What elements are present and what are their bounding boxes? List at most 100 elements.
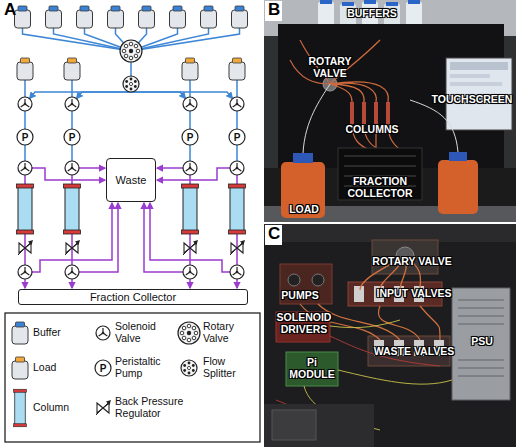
legend-text: Column: [33, 402, 91, 414]
photo-callout: INPUT VALVES: [364, 288, 464, 300]
solenoid-valve-symbol: [230, 97, 244, 111]
legend-icon: [12, 322, 200, 427]
photo-electronics: [354, 286, 364, 302]
photo-instrument: [350, 102, 354, 124]
pump-symbol: [182, 129, 198, 145]
pump-symbol: P: [63, 128, 81, 146]
photo-instrument: [374, 102, 378, 124]
legend-text: Peristaltic Pump: [115, 356, 177, 379]
back-pressure-regulator-symbol: [65, 240, 80, 255]
photo-instrument: [364, 0, 376, 4]
load-bottle: [64, 58, 80, 80]
splitter-line: [77, 92, 132, 99]
photo-electronics: [288, 274, 300, 286]
legend-text: Rotary Valve: [203, 321, 258, 344]
photo-instrument: [408, 0, 420, 4]
photo-callout: LOAD: [279, 204, 329, 216]
node-text: P: [234, 132, 241, 143]
photo-instrument: [342, 2, 354, 6]
legend-text: Solenoid Valve: [115, 321, 177, 344]
pump-symbol: [64, 129, 80, 145]
photo-instrument: [450, 62, 508, 70]
photo-instrument: [450, 82, 502, 86]
solenoid-valve-symbol: [18, 97, 244, 279]
photo-instrument: [438, 160, 478, 214]
node-text: P: [187, 132, 194, 143]
solenoid-valve-symbol: [183, 265, 197, 279]
splitter-line: [131, 92, 186, 99]
pump-symbol: P: [16, 128, 34, 146]
photo-callout: PUMPS: [270, 290, 330, 302]
waste-line: [71, 279, 73, 288]
pump-icon-letter: P: [100, 363, 107, 374]
solenoid-valve-symbol: [65, 97, 79, 111]
waste-line: [236, 279, 238, 288]
back-pressure-regulator-symbol: [18, 240, 33, 255]
photo-callout: BUFFERS: [332, 8, 412, 20]
buffer-line: [54, 28, 132, 51]
waste-line: [157, 167, 185, 169]
legend-text: Flow Splitter: [203, 356, 258, 379]
photo-callout: ROTARY VALVE: [362, 256, 462, 268]
legend-text: Load: [33, 362, 91, 374]
pump-symbol: [17, 129, 33, 145]
rotary-valve-symbol: [120, 40, 142, 62]
solenoid-valve-symbol: [230, 265, 244, 279]
panel-letter-box: [265, 1, 282, 21]
splitter-line: [30, 90, 132, 99]
flow-splitter-symbol: [123, 76, 139, 92]
photo-electronics: [264, 224, 516, 447]
legend-text: Back Pressure Regulator: [115, 396, 197, 419]
solenoid-valve-symbol: [65, 265, 79, 279]
solenoid-valve-symbol: [18, 265, 32, 279]
photo-electronics: [286, 352, 338, 386]
photo-instrument: [320, 0, 332, 4]
legend-icon: [12, 322, 28, 344]
legend-icon: [14, 389, 27, 427]
buffer-bottle: [170, 6, 186, 28]
solenoid-valve-symbol: [18, 97, 32, 111]
legend-text: Buffer: [33, 327, 91, 339]
column-symbol: [229, 184, 246, 234]
photo-instrument: [386, 102, 390, 124]
legend-frame: [5, 313, 260, 442]
photo-instrument: [386, 2, 398, 6]
fraction-collector-box: Fraction Collector: [18, 289, 248, 305]
load-bottle: [182, 58, 198, 80]
back-pressure-regulator-symbol: [230, 240, 245, 255]
buffer-bottle: [46, 6, 62, 28]
photo-electronics: [272, 410, 316, 440]
photo-callout: COLUMNS: [332, 124, 412, 136]
column-symbol: [17, 184, 34, 234]
legend-icon: [178, 322, 200, 344]
photo-electronics: [264, 224, 516, 242]
elution-line: [25, 168, 237, 272]
photo-instrument: [264, 0, 516, 222]
legend-icon: [96, 326, 110, 340]
back-pressure-regulator-symbol: [183, 240, 198, 255]
photo-callout: Pi MODULE: [287, 357, 337, 380]
solenoid-valve-symbol: [65, 161, 79, 175]
photo-callout: TOUCHSCREEN: [427, 94, 516, 106]
buffer-bottle: [15, 6, 31, 28]
buffer-bottle: [108, 6, 124, 28]
load-bottle: [229, 58, 245, 80]
buffer-line: [23, 28, 132, 51]
legend-icon: [95, 360, 111, 376]
buffer-bottle: [139, 6, 155, 28]
buffer-bottle: [15, 6, 248, 28]
pump-symbol: [229, 129, 245, 145]
photo-electronics: [458, 300, 504, 376]
buffer-bottle: [232, 6, 248, 28]
photo-instrument: [293, 153, 313, 163]
panel-letter: B: [268, 1, 280, 20]
waste-line: [77, 203, 118, 272]
load-bottle: [17, 58, 33, 80]
buffer-line: [25, 70, 237, 168]
buffer-line: [23, 28, 240, 168]
flow-splitter-symbol: [123, 76, 139, 92]
waste-line: [77, 167, 105, 169]
column-symbol: [182, 184, 199, 234]
